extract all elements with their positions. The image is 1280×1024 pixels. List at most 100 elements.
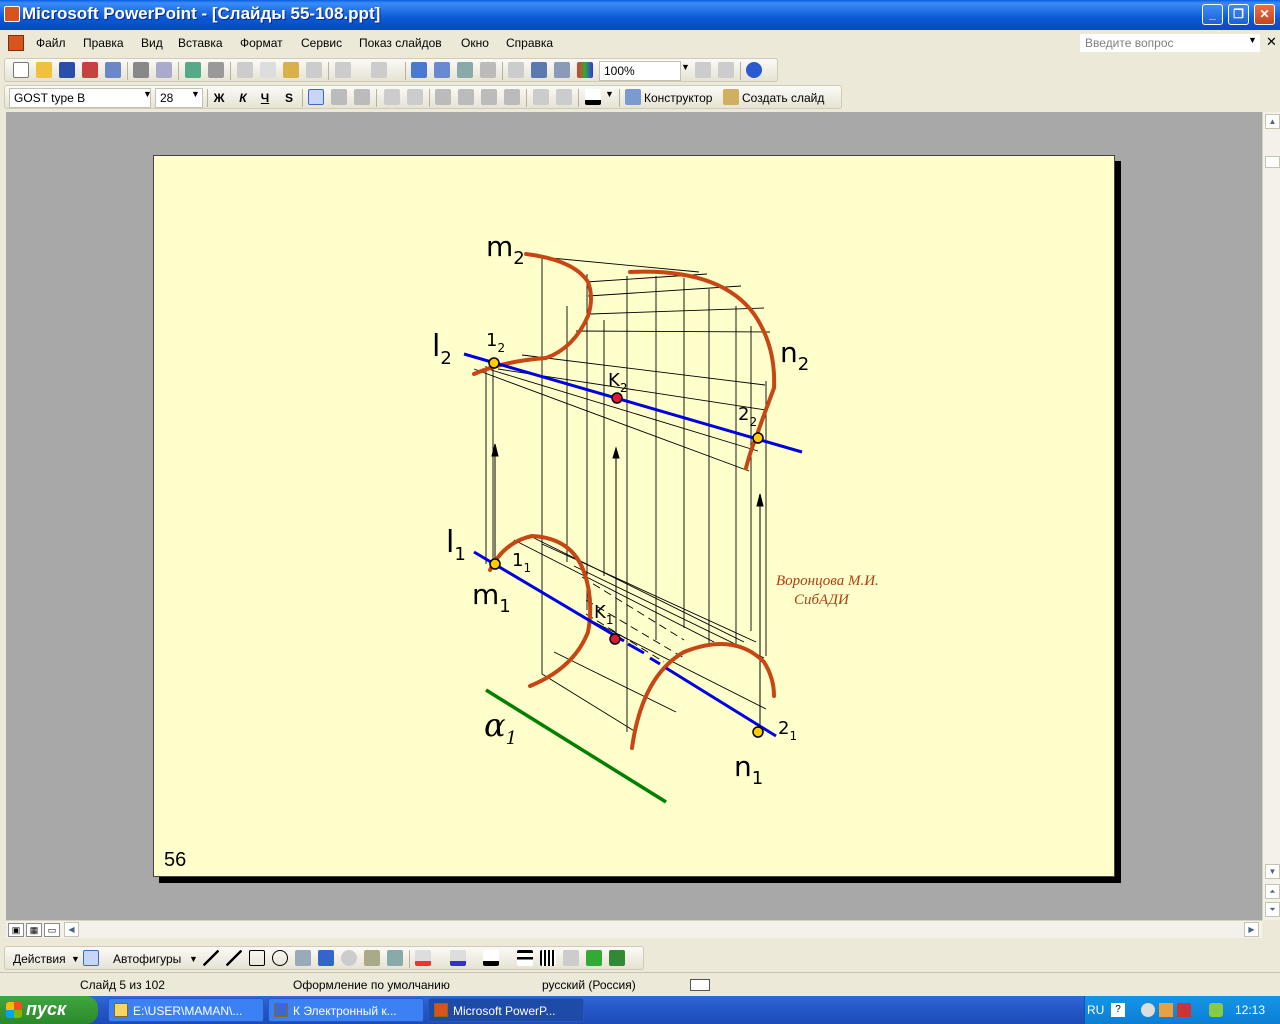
symbol-icon[interactable] bbox=[695, 62, 711, 78]
arrow-style-icon[interactable] bbox=[563, 950, 579, 966]
scroll-left-button[interactable]: ◀ bbox=[64, 922, 79, 937]
research-icon[interactable] bbox=[208, 62, 224, 78]
line-color-icon[interactable] bbox=[450, 950, 466, 966]
close-button[interactable]: ✕ bbox=[1254, 4, 1275, 25]
chevron-down-icon[interactable]: ▼ bbox=[189, 954, 198, 964]
3d-style-icon[interactable] bbox=[609, 950, 625, 966]
subscript-icon[interactable] bbox=[481, 89, 497, 105]
print-icon[interactable] bbox=[133, 62, 149, 78]
scroll-up-button[interactable]: ▲ bbox=[1265, 114, 1280, 129]
oval-tool-icon[interactable] bbox=[272, 950, 288, 966]
font-size-combo[interactable]: 28 bbox=[155, 88, 203, 108]
slideshow-icon[interactable]: ▭ bbox=[44, 923, 60, 937]
slide[interactable]: m2 l2 n2 12 K2 22 l1 11 m1 K1 α1 21 n1 В… bbox=[153, 155, 1115, 877]
menu-tools[interactable]: Сервис bbox=[301, 36, 343, 50]
align-center-icon[interactable] bbox=[331, 89, 347, 105]
design-icon[interactable] bbox=[625, 89, 641, 105]
menu-file[interactable]: Файл bbox=[36, 36, 66, 50]
hyperlink-icon[interactable] bbox=[480, 62, 496, 78]
tray-app-icon[interactable] bbox=[1159, 1003, 1173, 1017]
decrease-font-icon[interactable] bbox=[458, 89, 474, 105]
rectangle-tool-icon[interactable] bbox=[249, 950, 265, 966]
language-indicator[interactable]: RU bbox=[1087, 1003, 1105, 1017]
expand-icon[interactable] bbox=[508, 62, 524, 78]
antivirus-icon[interactable] bbox=[1177, 1003, 1191, 1017]
wordart-icon[interactable] bbox=[318, 950, 334, 966]
horizontal-scrollbar[interactable]: ▣ ▦ ▭ ◀ ▶ bbox=[6, 920, 1262, 938]
font-combo[interactable]: GOST type B bbox=[9, 88, 151, 108]
ink-icon[interactable] bbox=[718, 62, 734, 78]
spelling-status-icon[interactable] bbox=[690, 979, 710, 991]
print-preview-icon[interactable] bbox=[156, 62, 172, 78]
permission-icon[interactable] bbox=[82, 62, 98, 78]
slide-sorter-icon[interactable]: ▦ bbox=[26, 923, 42, 937]
chevron-down-icon[interactable]: ▼ bbox=[191, 89, 200, 99]
spelling-icon[interactable] bbox=[185, 62, 201, 78]
shadow-style-icon[interactable] bbox=[586, 950, 602, 966]
undo-icon[interactable] bbox=[335, 62, 351, 78]
increase-font-icon[interactable] bbox=[435, 89, 451, 105]
insert-chart-icon[interactable] bbox=[411, 62, 427, 78]
increase-indent-icon[interactable] bbox=[556, 89, 572, 105]
numbering-icon[interactable] bbox=[384, 89, 400, 105]
email-icon[interactable] bbox=[105, 62, 121, 78]
cut-icon[interactable] bbox=[237, 62, 253, 78]
menu-edit[interactable]: Правка bbox=[83, 36, 124, 50]
menu-insert[interactable]: Вставка bbox=[178, 36, 223, 50]
chevron-down-icon[interactable]: ▼ bbox=[143, 89, 152, 99]
new-slide-icon[interactable] bbox=[723, 89, 739, 105]
chevron-down-icon[interactable]: ▼ bbox=[605, 89, 614, 99]
minimize-button[interactable]: _ bbox=[1202, 4, 1223, 25]
autoshapes-menu[interactable]: Автофигуры bbox=[113, 952, 182, 966]
decrease-indent-icon[interactable] bbox=[533, 89, 549, 105]
chevron-down-icon[interactable]: ▼ bbox=[71, 954, 80, 964]
redo-icon[interactable] bbox=[371, 62, 387, 78]
chevron-down-icon[interactable]: ▼ bbox=[681, 62, 690, 72]
font-color-icon[interactable] bbox=[483, 950, 499, 966]
help-icon[interactable]: ? bbox=[1111, 1003, 1125, 1017]
font-color-icon[interactable] bbox=[585, 89, 601, 105]
bold-button[interactable]: Ж bbox=[213, 91, 225, 105]
help-icon[interactable] bbox=[746, 62, 762, 78]
scroll-thumb[interactable] bbox=[1265, 156, 1280, 168]
scroll-right-button[interactable]: ▶ bbox=[1244, 922, 1259, 937]
save-icon[interactable] bbox=[59, 62, 75, 78]
powerpoint-icon[interactable] bbox=[4, 6, 20, 22]
chevron-down-icon[interactable]: ▼ bbox=[1248, 35, 1257, 45]
task-powerpoint[interactable]: Microsoft PowerP... bbox=[428, 998, 584, 1022]
italic-button[interactable]: К bbox=[239, 91, 247, 105]
picture-icon[interactable] bbox=[387, 950, 403, 966]
textbox-icon[interactable] bbox=[295, 950, 311, 966]
diagram-icon[interactable] bbox=[341, 950, 357, 966]
superscript-icon[interactable] bbox=[504, 89, 520, 105]
open-icon[interactable] bbox=[36, 62, 52, 78]
document-close-button[interactable]: ✕ bbox=[1266, 34, 1277, 49]
zoom-combo[interactable]: 100% bbox=[599, 61, 681, 81]
menu-window[interactable]: Окно bbox=[461, 36, 489, 50]
bullets-icon[interactable] bbox=[407, 89, 423, 105]
align-right-icon[interactable] bbox=[354, 89, 370, 105]
task-word[interactable]: К Электронный к... bbox=[268, 998, 424, 1022]
clipart-icon[interactable] bbox=[364, 950, 380, 966]
color-grayscale-icon[interactable] bbox=[577, 62, 593, 78]
network-icon[interactable] bbox=[1209, 1003, 1223, 1017]
arrow-tool-icon[interactable] bbox=[226, 950, 242, 966]
paste-icon[interactable] bbox=[283, 62, 299, 78]
new-slide-button[interactable]: Создать слайд bbox=[742, 91, 825, 105]
document-icon[interactable] bbox=[8, 35, 24, 51]
menu-view[interactable]: Вид bbox=[141, 36, 163, 50]
previous-slide-button[interactable]: ⏶ bbox=[1265, 884, 1280, 899]
scroll-down-button[interactable]: ▼ bbox=[1265, 864, 1280, 879]
format-painter-icon[interactable] bbox=[306, 62, 322, 78]
menu-format[interactable]: Формат bbox=[240, 36, 283, 50]
dash-style-icon[interactable] bbox=[540, 950, 556, 966]
fill-color-icon[interactable] bbox=[415, 950, 431, 966]
start-button[interactable]: пуск bbox=[0, 996, 98, 1024]
show-formatting-icon[interactable] bbox=[531, 62, 547, 78]
shadow-button[interactable]: S bbox=[284, 91, 293, 105]
ask-question-input[interactable]: Введите вопрос bbox=[1080, 34, 1260, 52]
menu-slideshow[interactable]: Показ слайдов bbox=[359, 36, 442, 50]
actions-menu[interactable]: Действия bbox=[13, 952, 66, 966]
insert-table-icon[interactable] bbox=[434, 62, 450, 78]
designer-button[interactable]: Конструктор bbox=[644, 91, 713, 105]
